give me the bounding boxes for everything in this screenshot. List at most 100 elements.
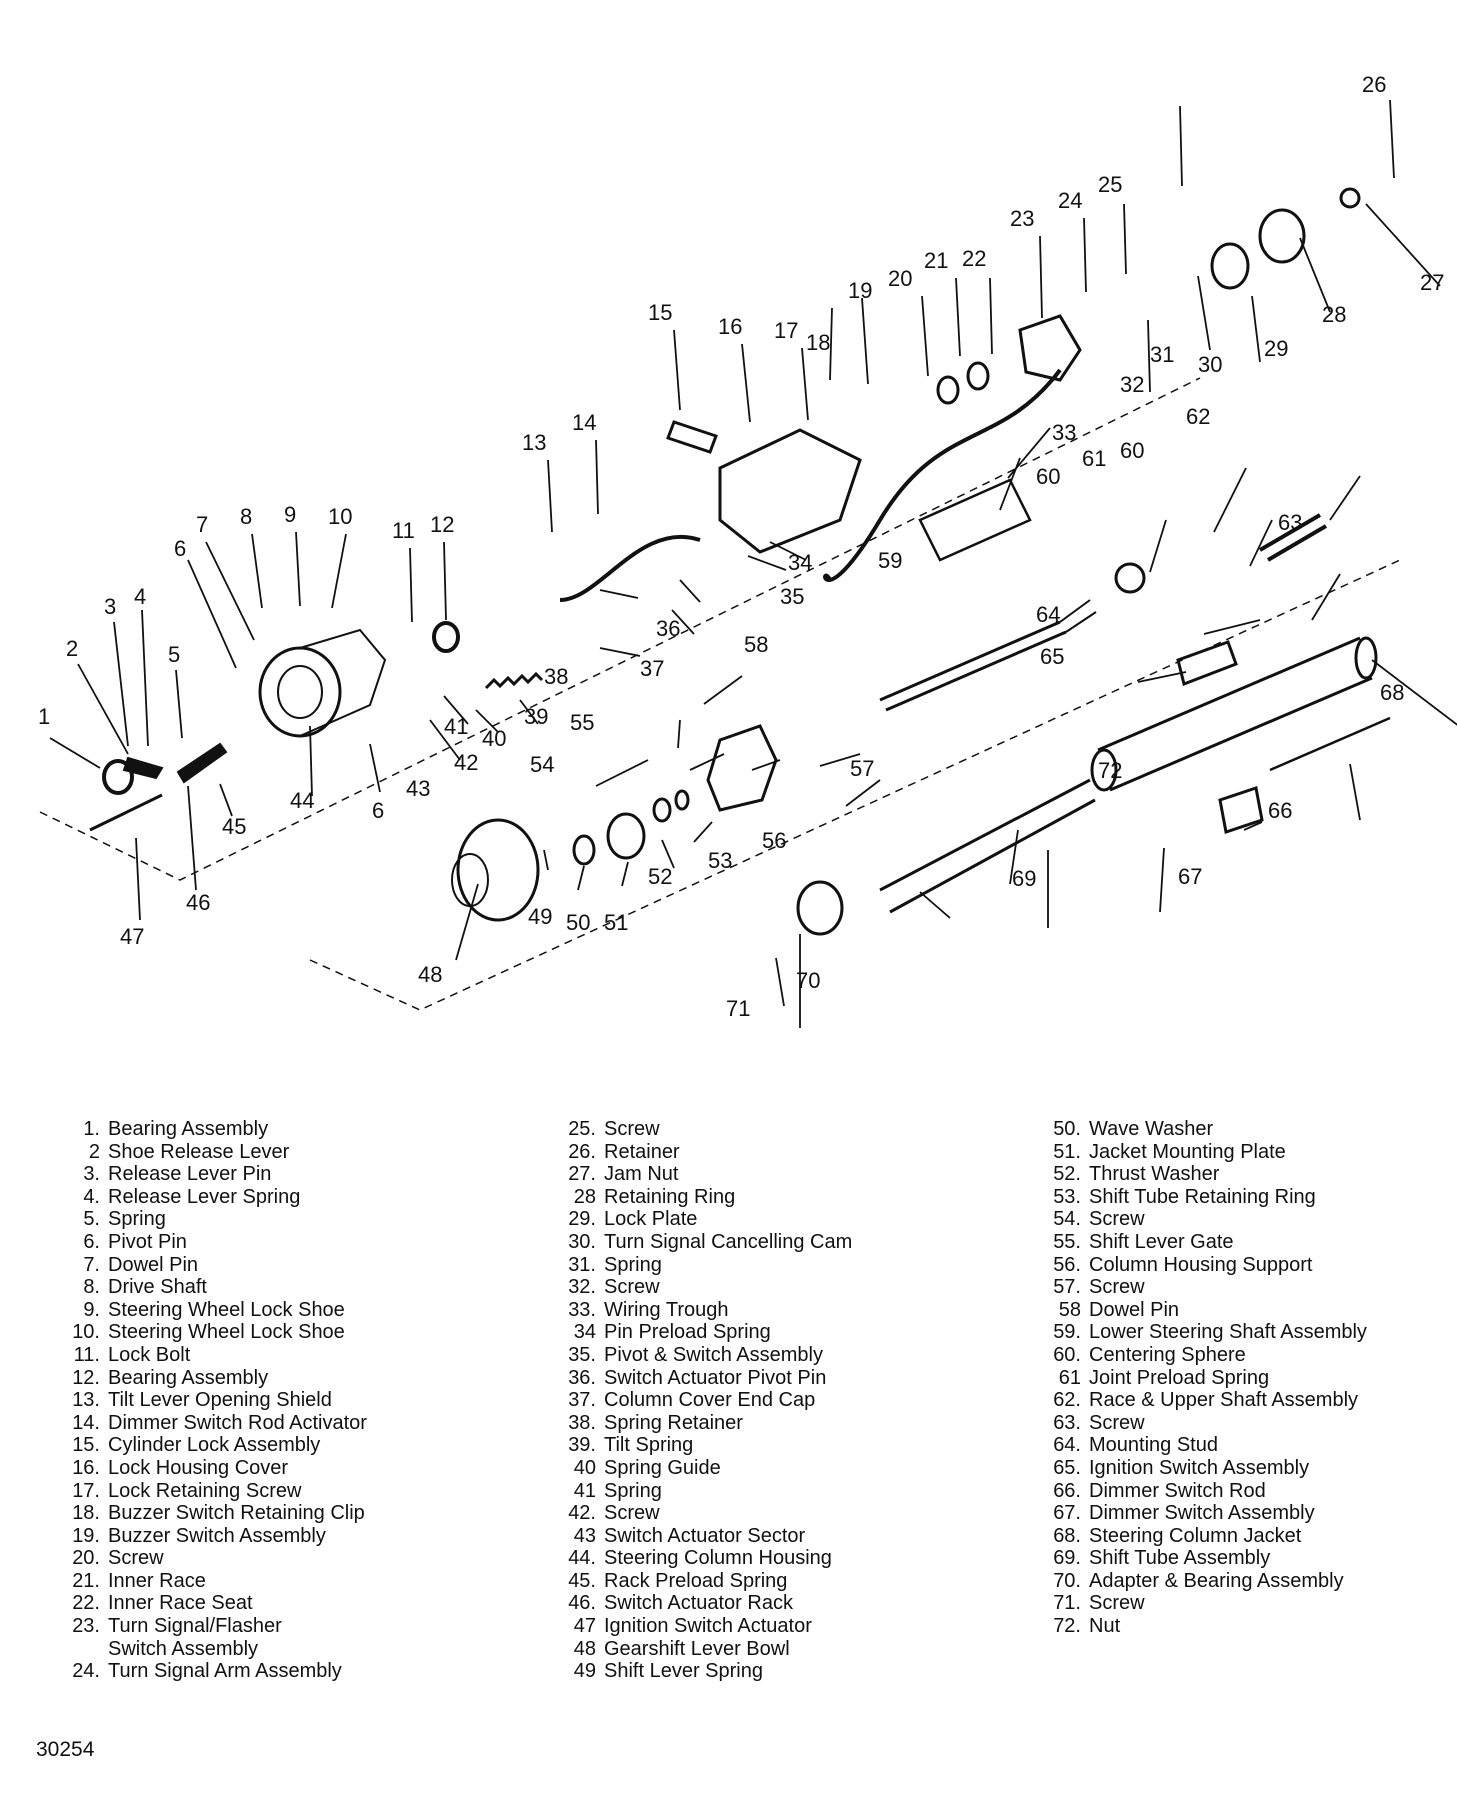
lock-plate bbox=[1258, 208, 1306, 264]
legend-item-number: 18. bbox=[72, 1502, 100, 1525]
shift-tube-retaining-ring bbox=[674, 789, 690, 811]
legend-item: 32.Screw bbox=[560, 1276, 852, 1299]
leader-lines bbox=[49, 99, 1457, 1028]
legend-item-label: Inner Race bbox=[108, 1569, 206, 1592]
legend-item: 20.Screw bbox=[64, 1547, 367, 1570]
callout-59: 59 bbox=[878, 548, 902, 573]
callout-13: 13 bbox=[522, 430, 546, 455]
legend-item: 12.Bearing Assembly bbox=[64, 1367, 367, 1390]
legend-item: 66.Dimmer Switch Rod bbox=[1045, 1480, 1367, 1503]
legend-item-label: Jam Nut bbox=[604, 1163, 679, 1186]
legend-item-number: 52. bbox=[1053, 1163, 1081, 1186]
legend-item: 44.Steering Column Housing bbox=[560, 1547, 852, 1570]
legend-item-number: 37. bbox=[568, 1389, 596, 1412]
lower-axis-line bbox=[309, 559, 1401, 1011]
callout-55: 55 bbox=[570, 710, 594, 735]
legend-item-label: Column Cover End Cap bbox=[604, 1389, 816, 1412]
legend-item-number: 19. bbox=[72, 1524, 100, 1547]
legend-item: 11.Lock Bolt bbox=[64, 1344, 367, 1367]
legend-item-label: Screw bbox=[604, 1118, 660, 1140]
legend-item-number: 1. bbox=[83, 1118, 100, 1140]
legend-item-number: 46. bbox=[568, 1592, 596, 1615]
legend-item-number: 31. bbox=[568, 1253, 596, 1276]
callout-27: 27 bbox=[1420, 270, 1444, 295]
legend-item-number: 65. bbox=[1053, 1456, 1081, 1479]
callout-9: 9 bbox=[284, 502, 296, 527]
legend-item-number bbox=[64, 1638, 100, 1661]
legend-item-number: 62. bbox=[1053, 1389, 1081, 1412]
callout-37: 37 bbox=[640, 656, 664, 681]
thrust-washer bbox=[652, 797, 672, 823]
legend-item-number: 47 bbox=[573, 1615, 596, 1638]
legend-item-number: 72. bbox=[1053, 1615, 1081, 1638]
legend-item-label: Dowel Pin bbox=[1089, 1298, 1180, 1321]
legend-item-number: 41 bbox=[573, 1479, 596, 1502]
legend-item-number: 6. bbox=[83, 1230, 100, 1253]
legend-item-label: Pivot Pin bbox=[108, 1230, 187, 1253]
legend-item-number: 48 bbox=[573, 1637, 596, 1660]
legend-item-label: Lock Retaining Screw bbox=[108, 1479, 302, 1502]
legend-item: 67.Dimmer Switch Assembly bbox=[1045, 1502, 1367, 1525]
legend-item-number: 63. bbox=[1053, 1411, 1081, 1434]
callout-12: 12 bbox=[430, 512, 454, 537]
legend-item-label: Screw bbox=[1089, 1208, 1145, 1231]
callout-21: 21 bbox=[924, 248, 948, 273]
callout-6: 6 bbox=[174, 536, 186, 561]
callout-33: 33 bbox=[1052, 420, 1076, 445]
legend-item: 33.Wiring Trough bbox=[560, 1299, 852, 1322]
centering-sphere bbox=[1114, 562, 1146, 594]
legend-item-label: Jacket Mounting Plate bbox=[1089, 1140, 1286, 1163]
legend-item-label: Wave Washer bbox=[1089, 1118, 1214, 1140]
callout-61: 61 bbox=[1082, 446, 1106, 471]
legend-item-number: 34 bbox=[573, 1321, 596, 1344]
steering-column-jacket bbox=[1097, 636, 1373, 792]
legend-item-number: 68. bbox=[1053, 1524, 1081, 1547]
legend-item-label: Mounting Stud bbox=[1089, 1434, 1218, 1457]
legend-item-number: 26. bbox=[568, 1140, 596, 1163]
legend-item-number: 36. bbox=[568, 1366, 596, 1389]
legend-item-number: 49 bbox=[573, 1660, 596, 1683]
callout-38: 38 bbox=[544, 664, 568, 689]
legend-item-label: Retainer bbox=[604, 1140, 680, 1163]
legend-item: 24.Turn Signal Arm Assembly bbox=[64, 1660, 367, 1683]
legend-item-number: 21. bbox=[72, 1569, 100, 1592]
legend-item: 27. Jam Nut bbox=[560, 1163, 852, 1186]
legend-item: 59.Lower Steering Shaft Assembly bbox=[1045, 1321, 1367, 1344]
legend-item-label: Screw bbox=[604, 1502, 660, 1525]
legend-item: 39.Tilt Spring bbox=[560, 1434, 852, 1457]
legend-item-label: Dimmer Switch Rod Activator bbox=[108, 1411, 367, 1434]
legend-item: 52. Thrust Washer bbox=[1045, 1163, 1367, 1186]
legend-item-label: Thrust Washer bbox=[1089, 1163, 1220, 1186]
legend-item: 23.Turn Signal/Flasher bbox=[64, 1615, 367, 1638]
legend-item: 22.Inner Race Seat bbox=[64, 1592, 367, 1615]
legend-item: 60.Centering Sphere bbox=[1045, 1344, 1367, 1367]
legend-item-label: Wiring Trough bbox=[604, 1298, 729, 1321]
callout-53: 53 bbox=[708, 848, 732, 873]
legend-item: 7.Dowel Pin bbox=[64, 1254, 367, 1277]
callout-47: 47 bbox=[120, 924, 144, 949]
legend-item-number: 64. bbox=[1053, 1434, 1081, 1457]
callout-58: 58 bbox=[744, 632, 768, 657]
legend-item-label: Lower Steering Shaft Assembly bbox=[1089, 1321, 1367, 1344]
legend-item-number: 35. bbox=[568, 1343, 596, 1366]
legend-item-number: 27. bbox=[568, 1163, 596, 1186]
legend-item-label: Bearing Assembly bbox=[108, 1366, 269, 1389]
callout-65: 65 bbox=[1040, 644, 1064, 669]
callout-48: 48 bbox=[418, 962, 442, 987]
legend-item-number: 5. bbox=[83, 1208, 100, 1231]
legend-item-label: Turn Signal Arm Assembly bbox=[108, 1660, 342, 1683]
ignition-switch-assembly bbox=[1176, 640, 1238, 687]
callout-5: 5 bbox=[168, 642, 180, 667]
callout-42: 42 bbox=[454, 750, 478, 775]
switch-wiring bbox=[559, 535, 701, 602]
legend-item-number: 57. bbox=[1053, 1276, 1081, 1299]
legend-item-number: 29. bbox=[568, 1208, 596, 1231]
